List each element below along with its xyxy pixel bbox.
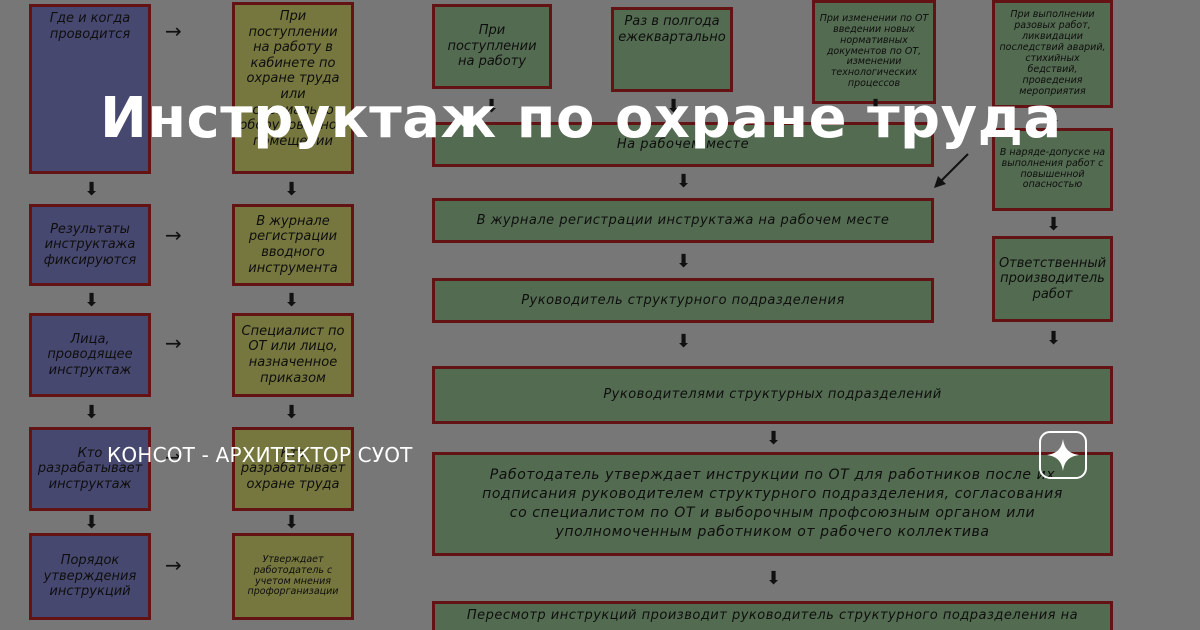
sparkle-icon-glyph <box>1047 439 1079 471</box>
sparkle-icon[interactable] <box>1039 431 1087 479</box>
page-title: Инструктаж по охране труда <box>100 86 1062 151</box>
channel-name[interactable]: КОНСОТ - АРХИТЕКТОР СУОТ <box>107 443 413 467</box>
